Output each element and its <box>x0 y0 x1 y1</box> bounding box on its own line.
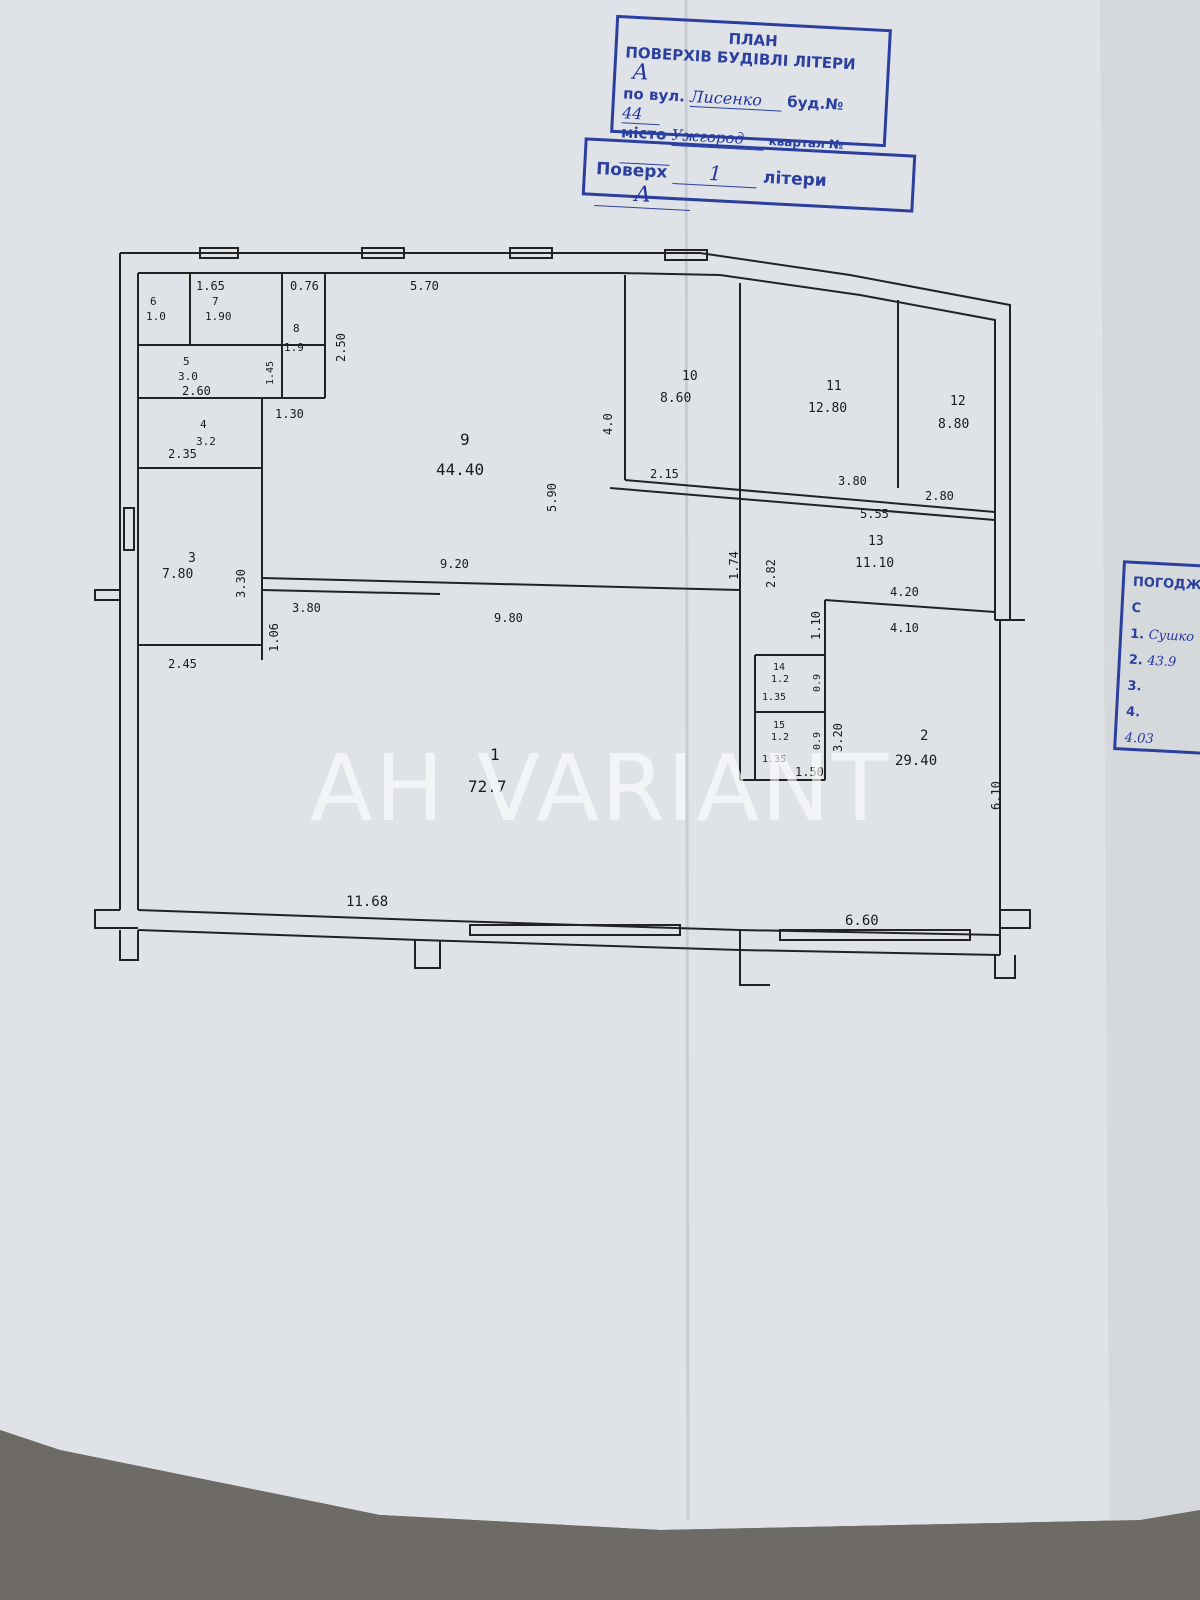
dimension: 1.65 <box>196 279 225 293</box>
floor-stamp-floor-label: Поверх <box>595 159 668 183</box>
room-15-number: 15 <box>773 720 785 731</box>
room-6-number: 6 <box>150 295 157 308</box>
dimension: 1.74 <box>727 551 741 580</box>
room-6-area: 1.0 <box>146 310 166 323</box>
floor-stamp-letter: А <box>594 179 692 211</box>
dimension: 3.20 <box>831 723 845 752</box>
plan-walls <box>94 247 1031 986</box>
dimension: 0.9 <box>812 674 823 692</box>
dimension: 5.90 <box>545 483 559 512</box>
room-4-area: 3.2 <box>196 435 216 448</box>
room-13-area: 11.10 <box>855 556 894 571</box>
floor-stamp-letter-label: літери <box>762 167 828 192</box>
room-15-area: 1.2 <box>771 732 789 743</box>
dimension: 1.50 <box>795 765 824 779</box>
plan-stamp-building-label: буд.№ <box>786 92 844 114</box>
dimension: 2.60 <box>182 384 211 398</box>
paper-background <box>0 0 1168 1530</box>
paper-bottom-shadow <box>0 1430 1200 1600</box>
dimension: 3.30 <box>234 569 248 598</box>
dimension: 2.45 <box>168 657 197 671</box>
approval-row-number: 1. <box>1129 626 1145 643</box>
dimension: 5.70 <box>410 279 439 293</box>
room-9-area: 44.40 <box>436 460 484 479</box>
plan-stamp: ПЛАН ПОВЕРХІВ БУДІВЛІ ЛІТЕРИ А по вул. Л… <box>610 14 892 166</box>
dimension: 1.45 <box>265 361 276 385</box>
dimension: 2.82 <box>764 559 778 588</box>
dimension: 9.80 <box>494 611 523 625</box>
room-14-area: 1.2 <box>771 674 789 685</box>
approval-stamp: ПОГОДЖЕНО С 1. Сушко 2. 43.9 3. 4. 4.03 <box>1113 560 1200 756</box>
plan-stamp-street-label: по вул. <box>622 84 686 106</box>
plan-stamp-street: Лисенко <box>689 86 783 112</box>
room-2-area: 29.40 <box>895 753 937 769</box>
room-5-number: 5 <box>183 355 190 368</box>
room-12-number: 12 <box>950 394 966 409</box>
dimension: 1.35 <box>762 692 786 703</box>
approval-entry: 43.9 <box>1146 653 1177 671</box>
dimension: 2.35 <box>168 447 197 461</box>
plan-stamp-letter: А <box>631 59 650 86</box>
room-2-number: 2 <box>920 728 928 744</box>
dimension: 2.50 <box>334 333 348 362</box>
room-7-area: 1.90 <box>205 310 232 323</box>
room-10-number: 10 <box>682 369 698 384</box>
room-12-area: 8.80 <box>938 417 969 432</box>
room-5-area: 3.0 <box>178 370 198 383</box>
dimension: 1.35 <box>762 754 786 765</box>
room-labels: 1 72.7 2 29.40 3 7.80 4 3.2 5 3.0 6 1.0 … <box>146 295 969 796</box>
room-14-number: 14 <box>773 662 785 673</box>
paper-fold <box>684 0 690 1521</box>
dimension: 0.9 <box>812 732 823 750</box>
room-7-number: 7 <box>212 295 219 308</box>
room-11-number: 11 <box>826 379 842 394</box>
dimension: 1.06 <box>267 623 281 652</box>
dimension: 6.10 <box>989 781 1003 810</box>
dimension-labels: 1.65 0.76 5.70 2.60 1.30 2.35 2.45 3.30 … <box>168 279 1003 929</box>
room-8-area: 1.9 <box>284 341 304 354</box>
approval-row-number: 4. <box>1125 704 1141 721</box>
dimension: 4.10 <box>890 621 919 635</box>
room-1-area: 72.7 <box>468 777 507 796</box>
dimension: 0.76 <box>290 279 319 293</box>
dimension: 2.15 <box>650 467 679 481</box>
dimension: 11.68 <box>346 894 388 910</box>
room-10-area: 8.60 <box>660 391 691 406</box>
dimension: 5.55 <box>860 507 889 521</box>
room-9-number: 9 <box>460 430 470 449</box>
room-13-number: 13 <box>868 534 884 549</box>
dimension: 4.0 <box>601 413 615 435</box>
dimension: 3.80 <box>838 474 867 488</box>
approval-row-number: 3. <box>1127 678 1142 695</box>
room-3-number: 3 <box>188 551 196 566</box>
approval-entry: Сушко <box>1148 627 1195 646</box>
room-4-number: 4 <box>200 418 207 431</box>
dimension: 9.20 <box>440 557 469 571</box>
dimension: 6.60 <box>845 913 879 929</box>
room-8-number: 8 <box>293 322 300 335</box>
approval-footer: 4.03 <box>1124 730 1155 748</box>
paper-side-sheet <box>1100 0 1200 1600</box>
approval-stamp-heading: ПОГОДЖЕНО С <box>1131 574 1200 617</box>
dimension: 1.10 <box>809 611 823 640</box>
dimension: 1.30 <box>275 407 304 421</box>
approval-row-number: 2. <box>1128 652 1144 669</box>
dimension: 3.80 <box>292 601 321 615</box>
room-3-area: 7.80 <box>162 567 193 582</box>
dimension: 2.80 <box>925 489 954 503</box>
plan-stamp-building: 44 <box>621 103 661 126</box>
dimension: 4.20 <box>890 585 919 599</box>
room-11-area: 12.80 <box>808 401 847 416</box>
room-1-number: 1 <box>490 745 500 764</box>
